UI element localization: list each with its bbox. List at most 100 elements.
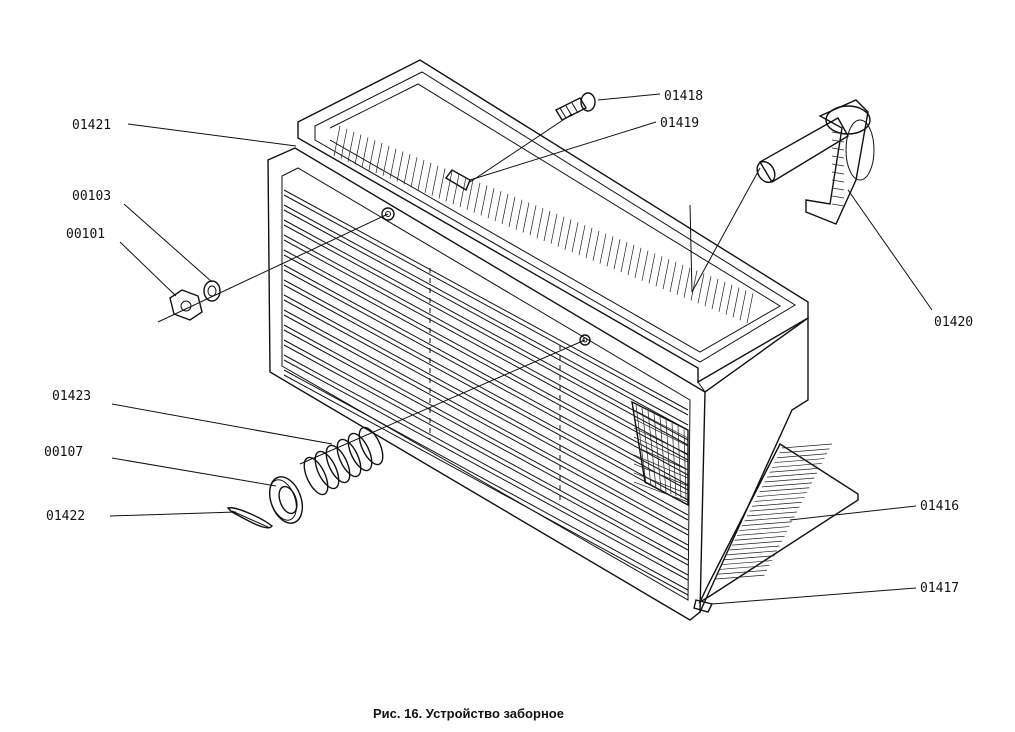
drawing-stroke (389, 148, 397, 179)
drawing-stroke (635, 404, 647, 485)
drawing-stroke (633, 445, 689, 471)
drawing-stroke (831, 179, 845, 183)
drawing-stroke (536, 208, 544, 239)
label-01419: 01419 (660, 116, 699, 131)
label-01421: 01421 (72, 118, 111, 133)
drawing-stroke (749, 506, 800, 512)
drawing-stroke (368, 140, 376, 171)
drawing-stroke (283, 354, 689, 576)
drawing-stroke (283, 204, 689, 426)
drawing-stroke (774, 458, 825, 463)
drawing-stroke (375, 142, 383, 174)
drawing-stroke (761, 482, 813, 488)
drawing-stroke (473, 182, 481, 213)
drawing-stroke (283, 189, 689, 411)
drawing-stroke (445, 171, 453, 202)
drawing-stroke (347, 131, 355, 162)
drawing-stroke (634, 247, 642, 278)
drawing-stroke (655, 256, 663, 287)
drawing-stroke (283, 279, 689, 501)
drawing-stroke (283, 339, 689, 561)
drawing-stroke (776, 453, 828, 459)
drawing-stroke (831, 203, 845, 207)
drawing-stroke (466, 179, 474, 210)
drawing-stroke (714, 574, 765, 580)
drawing-stroke (606, 236, 614, 267)
drawing-stroke (697, 273, 705, 304)
drawing-stroke (647, 410, 657, 489)
drawing-stroke (633, 472, 689, 495)
label-01423: 01423 (52, 389, 91, 404)
drawing-stroke (529, 205, 537, 236)
drawing-stroke (382, 145, 390, 176)
drawing-stroke (731, 540, 783, 546)
drawing-stroke (754, 497, 805, 502)
drawing-stroke (690, 270, 698, 301)
cotter-pin-part (226, 507, 273, 529)
drawing-stroke (417, 159, 425, 191)
housing (267, 59, 809, 621)
leader-lines (109, 93, 933, 605)
drawing-stroke (592, 230, 600, 261)
drawing-stroke (283, 224, 689, 446)
drawing-stroke (438, 168, 446, 199)
spring-coil (303, 456, 329, 496)
nut-washer (169, 280, 221, 321)
drawing-stroke (283, 314, 689, 536)
handle-part (756, 99, 875, 225)
drawing-stroke (746, 293, 754, 324)
drawing-stroke (641, 407, 652, 487)
drawing-stroke (756, 492, 808, 497)
drawing-stroke (726, 550, 778, 556)
bottom-tray (693, 442, 859, 613)
drawing-stroke (283, 324, 689, 546)
drawing-stroke (641, 250, 649, 281)
drawing-stroke (669, 261, 677, 293)
drawing-stroke (665, 419, 672, 495)
drawing-stroke (283, 194, 689, 416)
drawing-stroke (515, 199, 523, 230)
drawing-stroke (746, 511, 798, 517)
drawing-stroke (734, 535, 785, 541)
drawing-stroke (283, 299, 689, 521)
drawing-stroke (831, 139, 845, 143)
drawing-stroke (508, 196, 516, 227)
drawing-stroke (729, 545, 780, 551)
drawing-stroke (396, 151, 404, 182)
drawing-stroke (522, 202, 530, 233)
drawing-stroke (550, 213, 558, 244)
drawing-stroke (759, 487, 810, 493)
spring-coil (347, 432, 373, 472)
drawing-stroke (739, 290, 747, 321)
drawing-stroke (283, 269, 689, 491)
drawing-stroke (283, 374, 689, 596)
drawing-stroke (704, 276, 712, 307)
drawing-stroke (480, 185, 488, 216)
drawing-stroke (333, 125, 341, 157)
drawing-stroke (633, 454, 689, 479)
spring-part (303, 426, 384, 496)
drawing-stroke (633, 463, 689, 487)
label-01418: 01418 (664, 89, 703, 104)
drawing-stroke (633, 481, 689, 503)
drawing-stroke (831, 171, 845, 175)
label-01417: 01417 (920, 581, 959, 596)
drawing-stroke (677, 425, 682, 499)
drawing-stroke (283, 344, 689, 566)
drawing-stroke (662, 259, 670, 290)
drawing-stroke (283, 294, 689, 516)
drawing-stroke (283, 219, 689, 441)
drawing-stroke (744, 516, 795, 522)
label-01420: 01420 (934, 315, 973, 330)
drawing-stroke (283, 284, 689, 506)
drawing-stroke (831, 195, 845, 199)
drawing-stroke (613, 239, 621, 270)
drawing-stroke (711, 278, 719, 310)
drawing-stroke (739, 526, 790, 531)
drawing-stroke (283, 369, 689, 591)
drawing-stroke (732, 287, 740, 318)
drawing-stroke (716, 569, 768, 575)
drawing-stroke (671, 422, 677, 497)
drawing-stroke (543, 210, 551, 242)
